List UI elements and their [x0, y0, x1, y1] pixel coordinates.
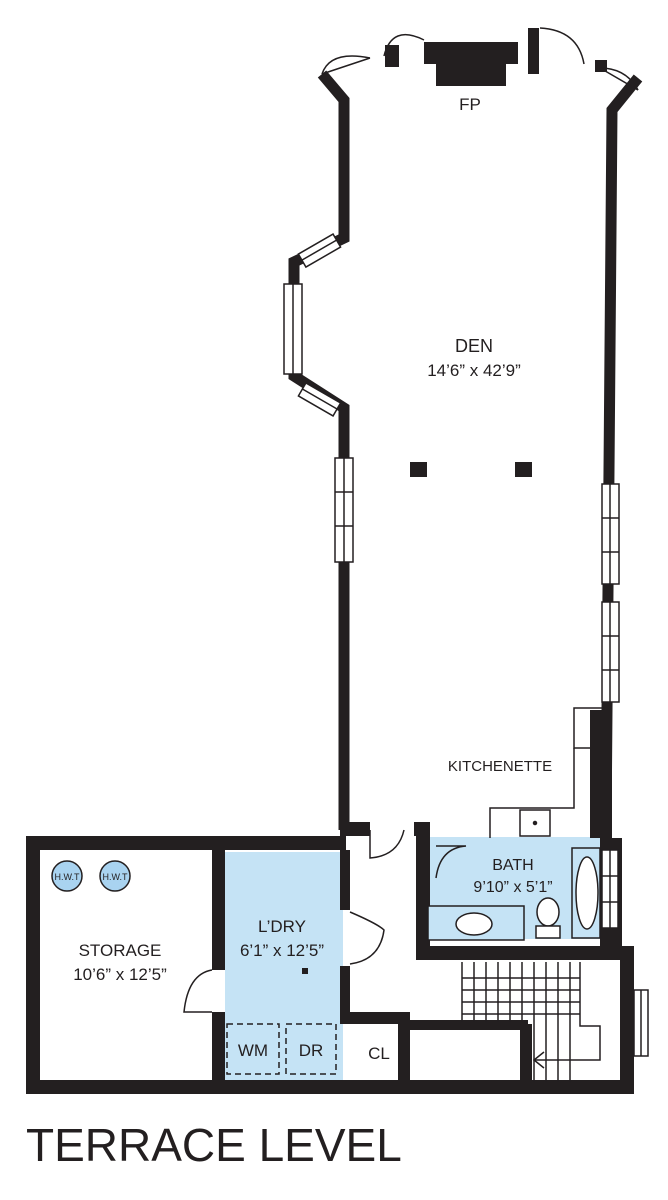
den-size: 14’6” x 42’9”	[427, 361, 521, 380]
column-right	[515, 462, 532, 477]
kitchenette-label: KITCHENETTE	[448, 758, 552, 775]
laundry-label: L’DRY	[258, 917, 306, 936]
storage-size: 10’6” x 12’5”	[73, 965, 167, 984]
column-left	[410, 462, 427, 477]
kitchenette-wall	[590, 710, 612, 838]
dryer-label: DR	[299, 1041, 324, 1060]
bath-fixtures	[427, 847, 619, 941]
storage-label: STORAGE	[79, 941, 162, 960]
den-walls	[288, 70, 643, 831]
right-windows	[601, 483, 620, 703]
fireplace-label: FP	[459, 95, 481, 114]
bath-size: 9’10” x 5’1”	[473, 879, 552, 896]
washer-label: WM	[238, 1041, 268, 1060]
bay-windows	[283, 233, 354, 563]
hwt-label-2: H.W.T	[103, 872, 128, 882]
hwt-label-1: H.W.T	[55, 872, 80, 882]
lower-doors	[183, 829, 405, 1013]
bath-label: BATH	[492, 857, 533, 874]
hot-water-tank-2	[99, 860, 131, 892]
stairs	[461, 962, 601, 1082]
stair-window	[633, 989, 649, 1057]
closet-label: CL	[368, 1044, 390, 1063]
den-top-doors	[321, 27, 639, 91]
den-label: DEN	[455, 336, 493, 356]
laundry-size: 6’1” x 12’5”	[240, 941, 324, 960]
lower-walls	[26, 822, 634, 1094]
laundry-post	[302, 968, 308, 974]
laundry-room-fill	[225, 852, 343, 1080]
washer-dryer	[226, 1023, 337, 1075]
plan-title: TERRACE LEVEL	[26, 1119, 402, 1171]
bath-door-swing	[435, 845, 467, 879]
fireplace: FP	[385, 28, 607, 114]
hot-water-tank-1	[51, 860, 83, 892]
